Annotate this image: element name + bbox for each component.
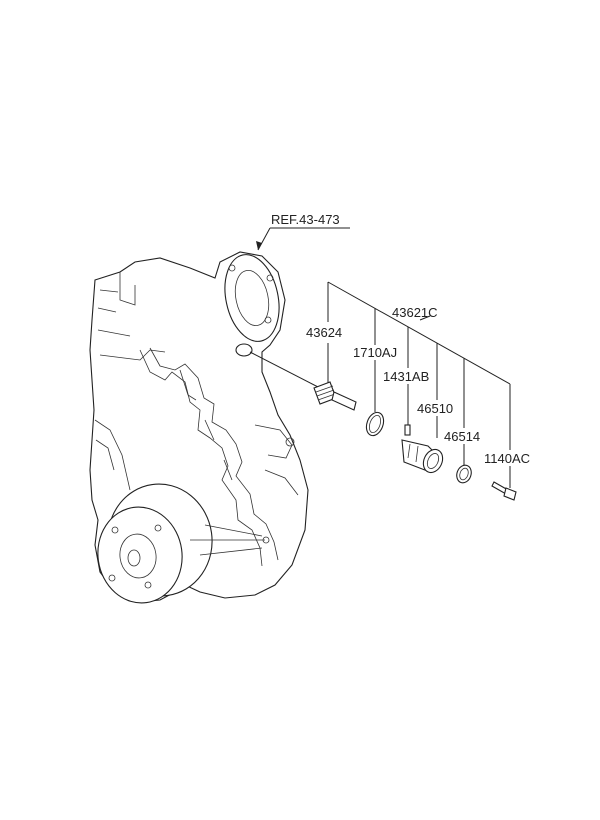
reference-callout: REF.43-473 xyxy=(256,212,350,251)
small-o-ring-part xyxy=(456,464,472,484)
label-1140AC: 1140AC xyxy=(484,451,530,466)
output-flange xyxy=(97,483,270,604)
label-46510: 46510 xyxy=(417,401,453,416)
label-43621C: 43621C xyxy=(392,305,438,320)
label-1431AB: 1431AB xyxy=(383,369,429,384)
reference-label: REF.43-473 xyxy=(271,212,340,227)
leader-lines xyxy=(249,281,511,488)
sleeve-part xyxy=(401,439,444,474)
driven-gear-part xyxy=(313,381,357,411)
bolt-part xyxy=(491,481,517,501)
part-labels: 43624 43621C 1710AJ 1431AB 46510 46514 1… xyxy=(306,305,530,466)
pin-part xyxy=(404,424,411,436)
o-ring-part xyxy=(365,411,385,437)
label-43624: 43624 xyxy=(306,325,342,340)
label-1710AJ: 1710AJ xyxy=(353,345,397,360)
label-46514: 46514 xyxy=(444,429,480,444)
